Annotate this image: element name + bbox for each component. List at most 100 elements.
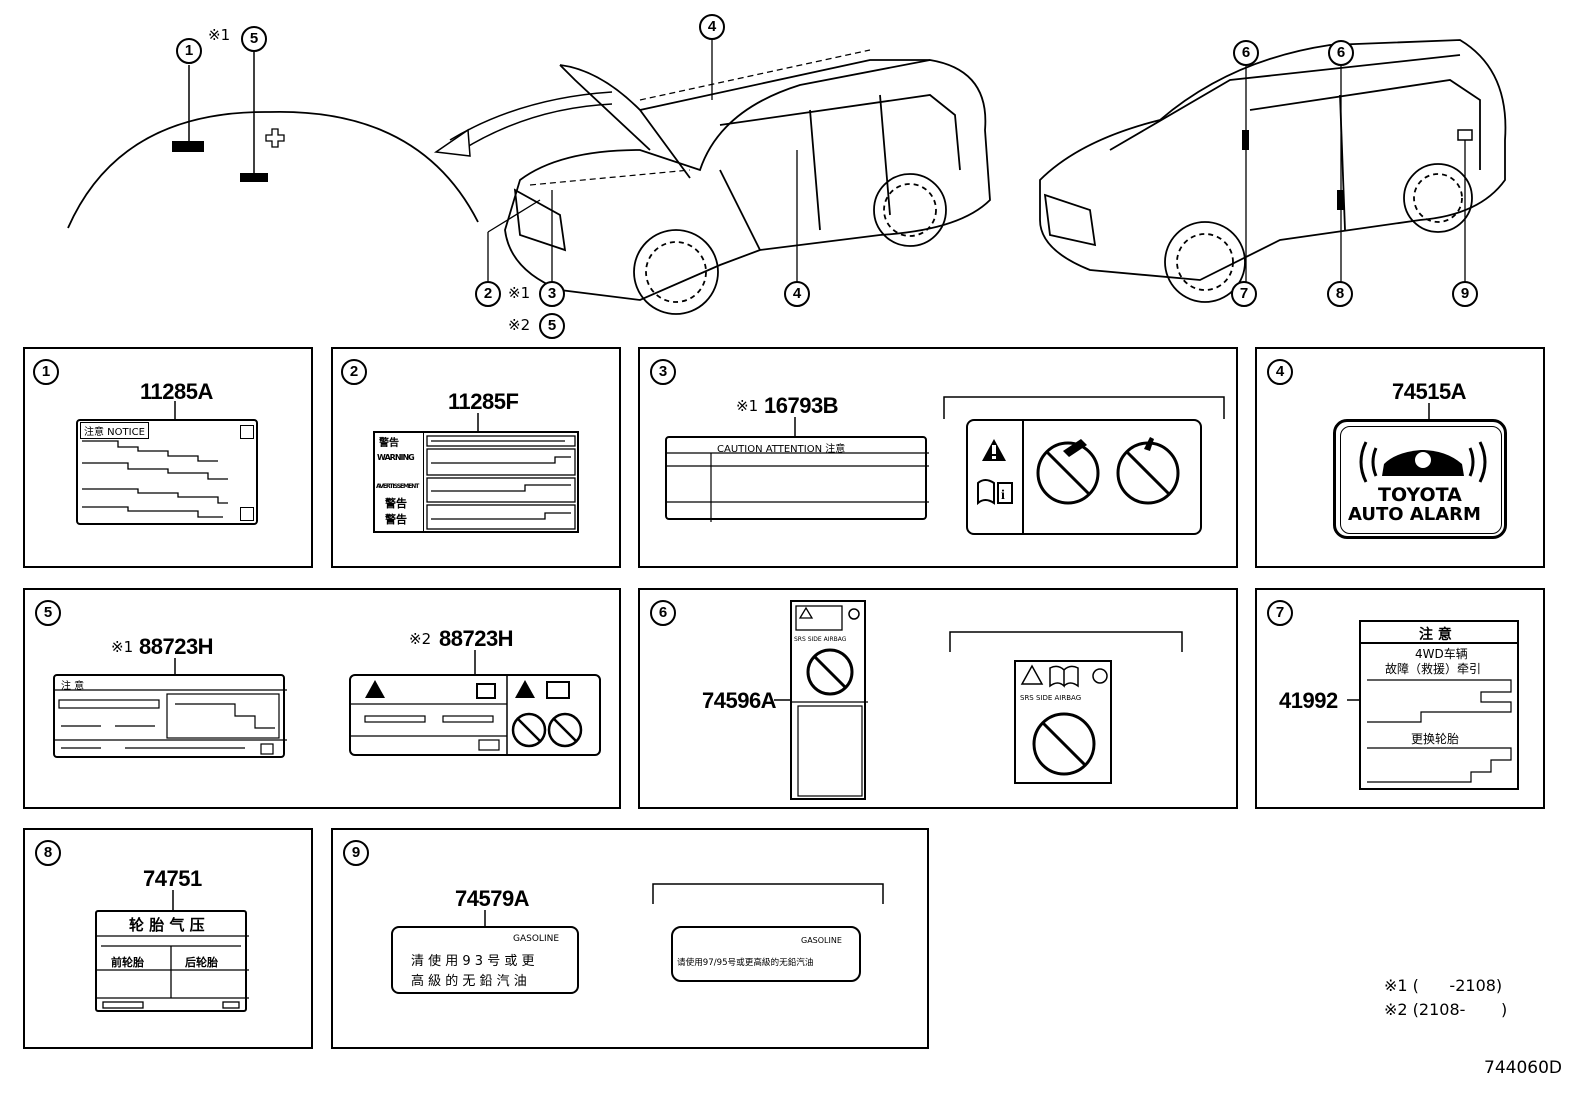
note-1-mark: ※1 (736, 397, 759, 415)
auto-alarm-label: TOYOTA AUTO ALARM (1333, 419, 1507, 539)
footnote-1: ※1 ( -2108) (1384, 976, 1503, 995)
panel-number: 9 (343, 840, 369, 866)
leader-line (477, 413, 479, 431)
part-number-a: 88723H (139, 634, 214, 659)
label-a-title: 注 意 (61, 681, 85, 692)
callout-1: 1 (176, 38, 202, 64)
panel-7: 7 41992 注 意 4WD车辆 故障（救援）牵引 更换轮胎 (1255, 588, 1545, 809)
tow-title: 注 意 (1419, 627, 1452, 643)
leader-line (1347, 699, 1359, 701)
notice-label-b (349, 674, 601, 756)
gasoline-text-a2: 高 級 的 无 鉛 汽 油 (411, 974, 527, 989)
callout-4-top: 4 (699, 14, 725, 40)
tire-grid (97, 935, 249, 1009)
srs-icons-small (1020, 664, 1108, 776)
tire-front: 前轮胎 (111, 956, 144, 969)
gasoline-label-b: GASOLINE 请使用97/95号或更高級的无鉛汽油 (671, 926, 861, 982)
panel-number: 5 (35, 600, 61, 626)
warning-en: WARNING (377, 453, 415, 462)
notice-label: 注意 NOTICE (76, 419, 258, 525)
warning-fr: AVERTISSEMENT (376, 483, 419, 490)
label-a-lines (55, 689, 287, 755)
part-number-b: 88723H (439, 626, 514, 651)
tow-line1: 4WD车辆 (1415, 647, 1468, 661)
warning-label: 警告 WARNING AVERTISSEMENT 警告 警告 (373, 431, 579, 533)
panel-6: 6 74596A SRS SIDE AIRBAG SRS SIDE AIRBAG (638, 588, 1238, 809)
note-2-mark: ※2 (508, 316, 531, 334)
warning-cn-3: 警告 (385, 513, 407, 526)
tow-lines (1367, 679, 1512, 783)
panel-3: 3 ※1 16793B CAUTION ATTENTION 注意 i (638, 347, 1238, 568)
panel-9: 9 74579A GASOLINE 清 使 用 9 3 号 或 更 高 級 的 … (331, 828, 929, 1049)
srs-icons (792, 605, 868, 797)
panel-1: 1 11285A 注意 NOTICE (23, 347, 313, 568)
tire-rear: 后轮胎 (185, 956, 218, 969)
panel-number: 8 (35, 840, 61, 866)
part-number: 74515A (1392, 379, 1467, 404)
leader-lines (174, 650, 476, 674)
leader-line (1428, 403, 1430, 419)
note-1-mark: ※1 (508, 284, 531, 302)
part-number: 11285A (140, 379, 213, 404)
note-2-mark: ※2 (409, 630, 432, 648)
notice-label-title: 注意 NOTICE (80, 422, 149, 439)
gasoline-b: GASOLINE (801, 936, 842, 945)
panel-2: 2 11285F 警告 WARNING AVERTISSEMENT 警告 警告 (331, 347, 621, 568)
callout-3: 3 (539, 281, 565, 307)
note-1-mark: ※1 (111, 638, 134, 656)
panel-8: 8 74751 轮 胎 气 压 前轮胎 后轮胎 (23, 828, 313, 1049)
panel-number: 4 (1267, 359, 1293, 385)
panel-4: 4 74515A TOYOTA AUTO ALARM (1255, 347, 1545, 568)
leader-line (794, 396, 1225, 436)
part-number: 74596A (702, 688, 777, 713)
tire-pressure-label: 轮 胎 气 压 前轮胎 后轮胎 (95, 910, 249, 1012)
leader-line (774, 631, 1183, 701)
gasoline-a: GASOLINE (513, 934, 560, 944)
part-number: 74579A (455, 886, 530, 911)
footnote-2: ※2 (2108- ) (1384, 1000, 1508, 1019)
caution-grid (667, 452, 929, 522)
auto-alarm-inner-border (1340, 426, 1502, 534)
panel-number: 6 (650, 600, 676, 626)
part-number: 11285F (448, 389, 519, 414)
leader-line (174, 401, 176, 419)
gasoline-label-a: GASOLINE 清 使 用 9 3 号 或 更 高 級 的 无 鉛 汽 油 (391, 926, 579, 994)
part-number: 74751 (143, 866, 202, 891)
warning-column: 警告 WARNING AVERTISSEMENT 警告 警告 (375, 433, 424, 531)
corner-box (240, 507, 254, 521)
callout-8: 8 (1327, 281, 1353, 307)
pictogram-divider (1022, 421, 1024, 533)
warning-cn: 警告 (379, 438, 399, 449)
callout-4-bottom: 4 (784, 281, 810, 307)
callout-6-a: 6 (1233, 40, 1259, 66)
part-number: 41992 (1279, 688, 1338, 713)
pictogram-icons: i (977, 437, 1180, 506)
leader-line (172, 890, 174, 910)
srs-airbag-label-small: SRS SIDE AIRBAG (1014, 660, 1112, 784)
alarm-product: AUTO ALARM (1348, 504, 1481, 525)
corner-box (240, 425, 254, 439)
tire-title: 轮 胎 气 压 (129, 916, 205, 934)
tow-line2: 故障（救援）牵引 (1385, 662, 1482, 676)
car-alarm-icon (1359, 441, 1487, 483)
part-number: 16793B (764, 393, 839, 418)
callout-6-b: 6 (1328, 40, 1354, 66)
tow-title-rule (1361, 642, 1517, 644)
callout-2: 2 (475, 281, 501, 307)
leader-lines (484, 883, 884, 926)
caution-label: CAUTION ATTENTION 注意 (665, 436, 929, 522)
airbag-pictogram-label: i (966, 419, 1202, 535)
alarm-brand: TOYOTA (1378, 484, 1462, 506)
srs-airbag-label-tall: SRS SIDE AIRBAG (790, 600, 868, 800)
panel-number: 3 (650, 359, 676, 385)
panel-number: 7 (1267, 600, 1293, 626)
callout-7: 7 (1231, 281, 1257, 307)
notice-lines (82, 440, 228, 518)
tow-notice-label: 注 意 4WD车辆 故障（救援）牵引 更换轮胎 (1359, 620, 1519, 790)
callout-5: 5 (539, 313, 565, 339)
note-1-mark: ※1 (208, 26, 231, 44)
gasoline-text-b: 请使用97/95号或更高級的无鉛汽油 (677, 958, 814, 968)
figure-id: 744060D (1484, 1058, 1562, 1078)
warning-lines (426, 435, 576, 530)
warning-cn-2: 警告 (385, 497, 407, 510)
